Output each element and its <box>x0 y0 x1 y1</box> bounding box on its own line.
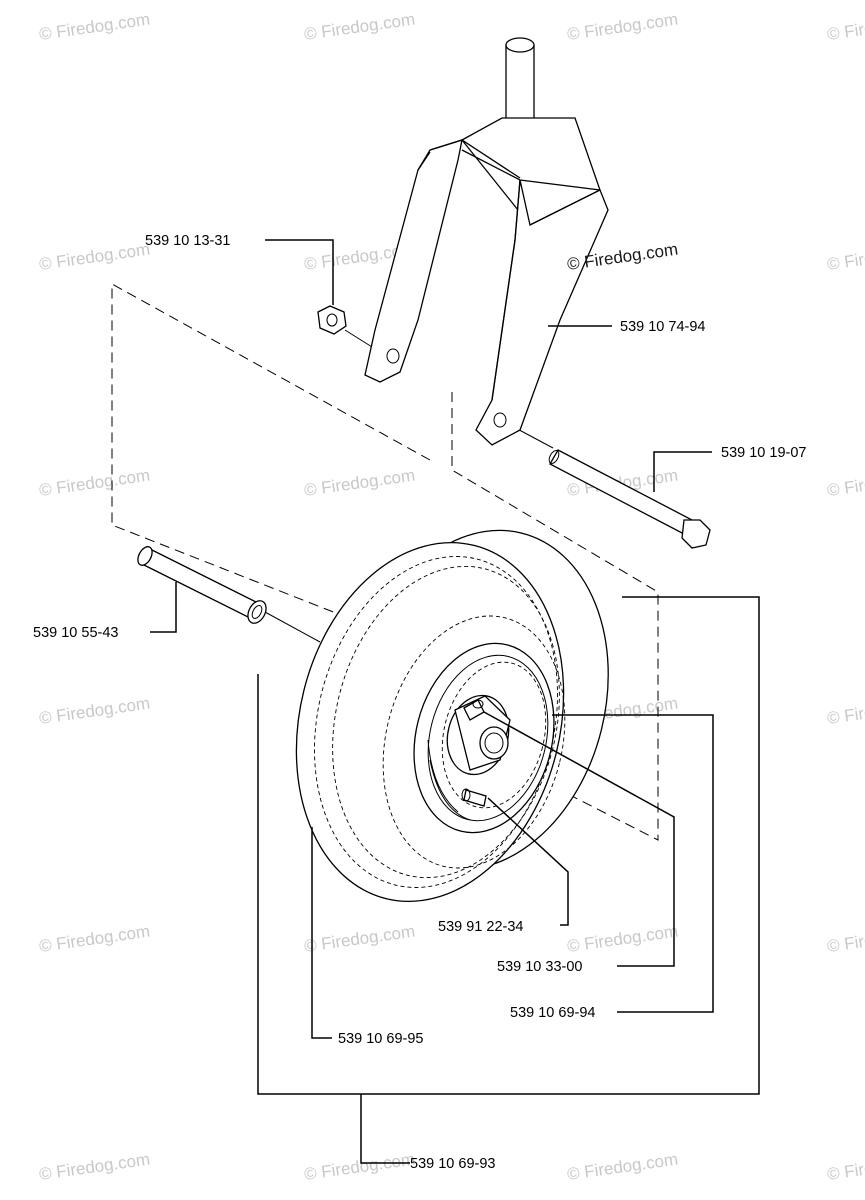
part-labels: 539 10 13-31 539 10 74-94 539 10 19-07 5… <box>33 233 806 1172</box>
leader-bolt <box>653 451 712 492</box>
leader-tire <box>311 827 332 1039</box>
leader-wheel-assembly <box>360 1094 410 1164</box>
fork-stem-cap <box>505 37 535 53</box>
rim-groove <box>427 739 471 821</box>
label-bearing: 539 10 33-00 <box>497 959 582 975</box>
bolt-end <box>548 450 560 464</box>
leader-bearing <box>483 711 675 967</box>
spacer-end-left <box>137 546 153 566</box>
spacer-body <box>141 547 261 621</box>
bolt <box>548 449 711 549</box>
nut-body <box>317 305 347 335</box>
fork-left-hole <box>386 348 400 364</box>
watermark-text: © Firedog.com <box>38 1150 151 1184</box>
watermark-text: © Firedog.com <box>38 240 151 274</box>
rim-bead <box>441 661 547 809</box>
bearing-fitting-cap <box>472 699 484 709</box>
watermark-text: © Firedog.com <box>826 694 865 728</box>
fork-left-arm-edge <box>417 139 521 179</box>
label-fork: 539 10 74-94 <box>620 319 705 335</box>
watermark-text: © Firedog.com <box>566 10 679 44</box>
fork-right-hole <box>493 412 507 428</box>
watermark-text: © Firedog.com <box>38 694 151 728</box>
watermark-text: © Firedog.com <box>303 10 416 44</box>
label-valve: 539 91 22-34 <box>438 919 523 935</box>
label-rim: 539 10 69-94 <box>510 1005 595 1021</box>
fork-right-arm-edge <box>491 179 521 401</box>
axle-centerline <box>264 611 321 643</box>
leader-valve <box>487 797 569 926</box>
wheel <box>295 529 609 903</box>
label-bolt: 539 10 19-07 <box>721 445 806 461</box>
label-nut: 539 10 13-31 <box>145 233 230 249</box>
fork-right-arm <box>475 179 609 446</box>
watermark-text: © Firedog.com <box>38 922 151 956</box>
watermark-text: © Firedog.com <box>38 10 151 44</box>
bolt-alignment-guide <box>451 392 659 841</box>
spacer <box>137 546 267 624</box>
watermark-text: © Firedog.com <box>566 922 679 956</box>
nut-hole <box>326 313 338 327</box>
leader-nut <box>265 239 334 305</box>
leader-spacer <box>150 582 177 633</box>
tire-sidewall-line <box>382 615 566 869</box>
watermark-text: © Firedog.com <box>826 10 865 44</box>
watermark-text: © Firedog.com <box>303 1150 416 1184</box>
watermark-text: © Firedog.com <box>303 922 416 956</box>
watermark-text: © Firedog.com <box>826 240 865 274</box>
nut <box>317 305 347 335</box>
watermark-text: © Firedog.com <box>566 1150 679 1184</box>
bolt-head <box>681 519 711 549</box>
watermark-text: © Firedog.com <box>826 1150 865 1184</box>
spacer-alignment-guide <box>111 283 431 651</box>
watermark-text: © Firedog.com <box>38 466 151 500</box>
valve-cap <box>461 788 471 802</box>
leader-rim <box>552 714 714 1013</box>
hub-bore-inner <box>484 732 504 754</box>
watermark-text: © Firedog.com <box>826 466 865 500</box>
label-wheel-assembly: 539 10 69-93 <box>410 1156 495 1172</box>
tire-tread-line-2 <box>332 565 560 879</box>
label-spacer: 539 10 55-43 <box>33 625 118 641</box>
watermark-text: © Firedog.com <box>826 922 865 956</box>
leader-wheel-assembly-bracket <box>257 596 760 1095</box>
fork <box>364 37 609 446</box>
spacer-bore <box>251 605 263 619</box>
watermark-text: © Firedog.com <box>303 466 416 500</box>
leader-lines <box>150 239 760 1164</box>
label-tire: 539 10 69-95 <box>338 1031 423 1047</box>
hub-bore-outer <box>479 726 509 760</box>
